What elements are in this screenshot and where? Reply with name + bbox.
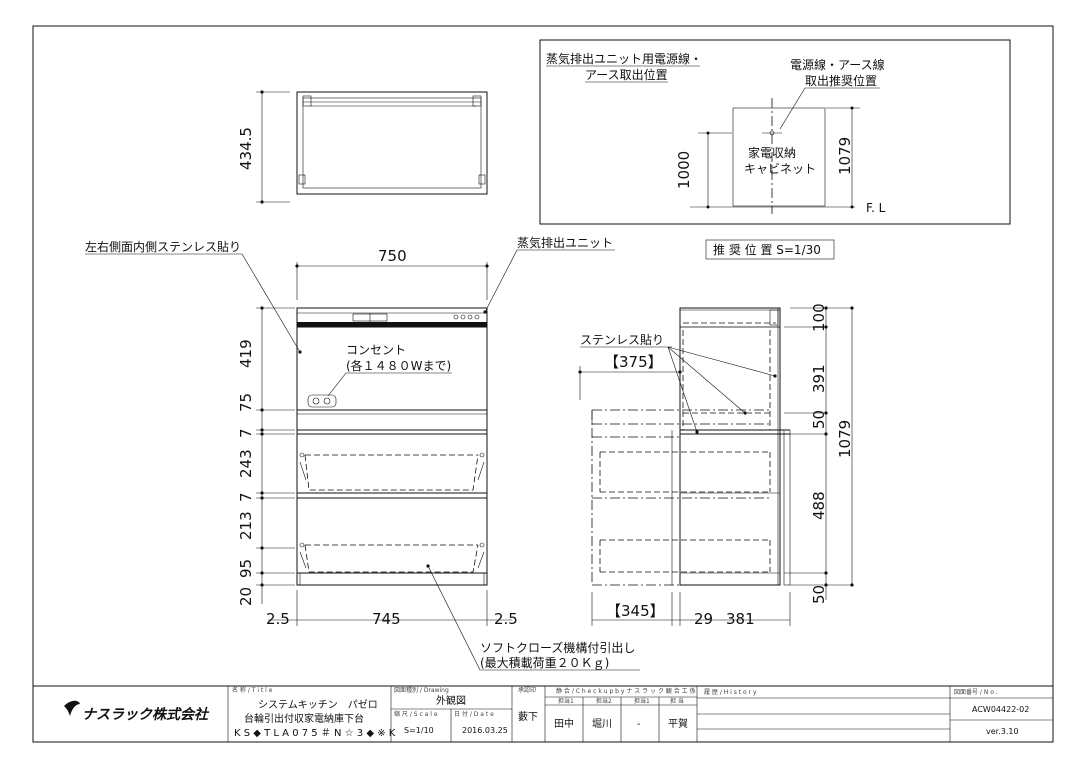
check-sub3: 担当1: [634, 697, 650, 705]
dim-95: 95: [237, 559, 255, 578]
inset-cabinet-line2: キャビネット: [744, 162, 816, 176]
inset-power-line1: 電源線・アース線: [790, 57, 885, 72]
inset-title-line2: アース取出位置: [585, 67, 668, 82]
dim-side-100: 100: [810, 303, 828, 332]
dim-213: 213: [237, 511, 255, 540]
front-view: 750 419 75 7 243 7 213 95 20 2.5 745: [237, 247, 518, 628]
dim-top-depth: 434.5: [237, 127, 255, 170]
version-value: ver.3.10: [986, 727, 1019, 736]
number-value: ACW04422-02: [972, 705, 1029, 714]
top-view: 434.5: [237, 90, 488, 204]
note-softclose-line2: (最大積載荷重２０Ｋｇ): [480, 655, 609, 670]
company-logo-mark: [64, 700, 80, 716]
inset-recommended-position: 蒸気排出ユニット用電源線・ アース取出位置 電源線・アース線 取出推奨位置 家電…: [539, 39, 1011, 225]
dim-side-391: 391: [810, 364, 828, 393]
dim-side-345: 【345】: [606, 602, 665, 620]
dim-75: 75: [237, 393, 255, 412]
check-sub1: 担当1: [558, 697, 574, 705]
inset-title-line1: 蒸気排出ユニット用電源線・: [546, 51, 702, 66]
inset-dim-1079: 1079: [836, 137, 854, 175]
title-line2: 台輪引出付収家電納庫下台: [244, 712, 364, 725]
date-value: 2016.03.25: [462, 726, 508, 735]
inset-cabinet-line1: 家電収納: [748, 145, 796, 160]
note-steam-unit: 蒸気排出ユニット: [517, 235, 613, 250]
number-header: 図面番号 / N o .: [954, 689, 998, 696]
title-line3: K S ◆ T L A 0 7 5 ＃ N ☆ 3 ◆ ※ K: [234, 727, 396, 739]
dim-bottom-right: 2.5: [494, 610, 518, 628]
company-name: ナスラック株式会社: [82, 706, 210, 723]
note-outlet-line2: (各１４８０Wまで): [346, 358, 451, 373]
dim-side-375: 【375】: [604, 353, 663, 371]
check-name1: 田中: [554, 717, 574, 730]
dim-side-50a: 50: [810, 410, 828, 429]
dim-side-50b: 50: [810, 585, 828, 604]
drawing-header: 図面種別 / Drawing: [394, 686, 449, 694]
sheet-border: [32, 25, 1054, 743]
date-header: 日 付 / D a t e: [454, 710, 494, 718]
inset-power-line2: 取出推奨位置: [805, 73, 877, 88]
note-outlet-line1: コンセント: [346, 343, 406, 357]
drawing-value: 外観図: [436, 694, 466, 707]
dim-side-29: 29: [694, 610, 713, 628]
dim-side-1079: 1079: [836, 420, 854, 458]
note-stainless: ステンレス貼り: [580, 332, 664, 347]
approver-header: 承認印: [518, 686, 536, 694]
note-side-panel-stainless: 左右側面内側ステンレス貼り: [85, 239, 241, 254]
title-header: 名 称 / T i t l e: [232, 686, 273, 694]
dim-side-381: 381: [726, 610, 755, 628]
check-header: 静 合 / C h e c k u p b y ナ ス ラ ッ ク 観 合 工 …: [556, 687, 696, 695]
inset-dim-1000: 1000: [675, 151, 693, 189]
check-name3: -: [637, 719, 641, 730]
title-line1: システムキッチン パゼロ: [258, 699, 378, 711]
inset-scale-note: 推 奨 位 置 S=1/30: [713, 242, 821, 257]
dim-bottom-745: 745: [372, 610, 401, 628]
dim-side-488: 488: [810, 491, 828, 520]
scale-value: S=1/10: [404, 726, 434, 735]
dim-419: 419: [237, 339, 255, 368]
side-view: 【375】 【345】 29 381 100 391 50 488 50 107…: [578, 303, 854, 628]
check-name2: 堀川: [592, 718, 612, 730]
dim-7b: 7: [237, 492, 255, 502]
inset-floor-level: F. L: [866, 201, 886, 215]
check-name4: 平賀: [668, 718, 688, 730]
check-sub4: 担 当: [670, 697, 684, 705]
history-header: 履 歴 / H i s t o r y: [704, 689, 757, 696]
dim-bottom-left: 2.5: [266, 610, 290, 628]
title-block: ナスラック株式会社 名 称 / T i t l e システムキッチン パゼロ 台…: [32, 685, 1054, 743]
note-softclose-line1: ソフトクローズ機構付引出し: [480, 640, 635, 655]
dim-width: 750: [378, 247, 407, 265]
scale-header: 縮 尺 / S c a l e: [394, 710, 438, 718]
approver-value: 藪下: [518, 710, 538, 723]
dim-243: 243: [237, 449, 255, 478]
check-sub2: 担当2: [596, 697, 612, 705]
dim-7a: 7: [237, 428, 255, 438]
dim-20: 20: [237, 587, 255, 606]
